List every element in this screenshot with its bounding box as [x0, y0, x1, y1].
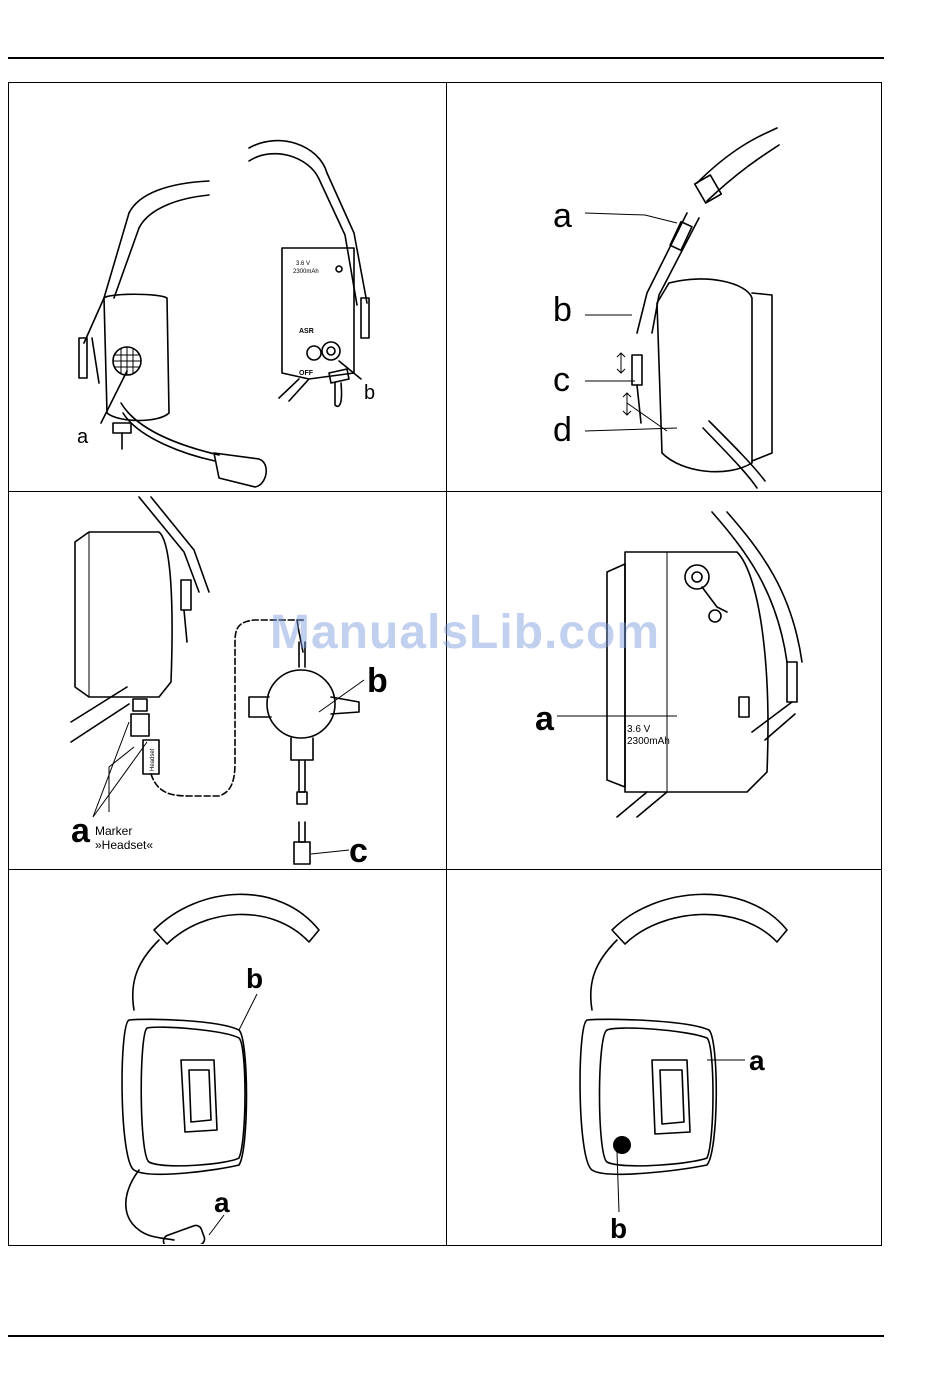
panel-headset-front-side: a 3.6 V 2300mAh ASR OFF b	[9, 83, 446, 491]
panel1-label-a: a	[77, 426, 89, 448]
panel4-battery-voltage: 3.6 V	[627, 724, 651, 735]
panel-headset-earcushion: a b	[447, 870, 882, 1244]
panel1-label-b: b	[364, 382, 375, 404]
panel2-label-a: a	[553, 197, 572, 235]
top-rule	[8, 57, 884, 59]
panel5-label-a: a	[214, 1187, 230, 1218]
panel3-marker-word: Marker	[95, 824, 153, 838]
panel-battery-compartment: 3.6 V 2300mAh a	[447, 492, 882, 869]
panel-cable-connection: Headset a b c Marker »Headset«	[9, 492, 446, 869]
panel2-label-d: d	[553, 411, 572, 449]
panel3-label-c: c	[349, 832, 368, 869]
panel4-label-a: a	[535, 700, 555, 738]
panel3-label-a: a	[71, 812, 91, 850]
panel5-label-b: b	[246, 963, 263, 994]
panel6-button-icon	[613, 1136, 631, 1154]
figure-grid: a 3.6 V 2300mAh ASR OFF b	[8, 82, 882, 1246]
bottom-rule	[8, 1335, 884, 1337]
panel3-label-b: b	[367, 662, 388, 700]
panel2-label-b: b	[553, 291, 572, 329]
panel1-switch-on: ASR	[299, 328, 314, 335]
watermark: ManualsLib.com	[270, 605, 660, 660]
panel3-marker-caption: Marker »Headset«	[95, 824, 153, 852]
panel1-battery-capacity: 2300mAh	[293, 269, 319, 275]
panel-headband-adjust: a b c d	[447, 83, 882, 491]
panel3-tag-text: Headset	[150, 748, 156, 771]
panel6-label-b: b	[610, 1213, 627, 1244]
panel1-switch-off: OFF	[299, 370, 314, 377]
panel-headset-microphone: b a	[9, 870, 446, 1244]
panel6-label-a: a	[749, 1045, 765, 1076]
panel3-marker-headset: »Headset«	[95, 838, 153, 852]
panel1-battery-voltage: 3.6 V	[296, 261, 310, 267]
panel4-battery-capacity: 2300mAh	[627, 736, 670, 747]
panel2-label-c: c	[553, 361, 570, 399]
